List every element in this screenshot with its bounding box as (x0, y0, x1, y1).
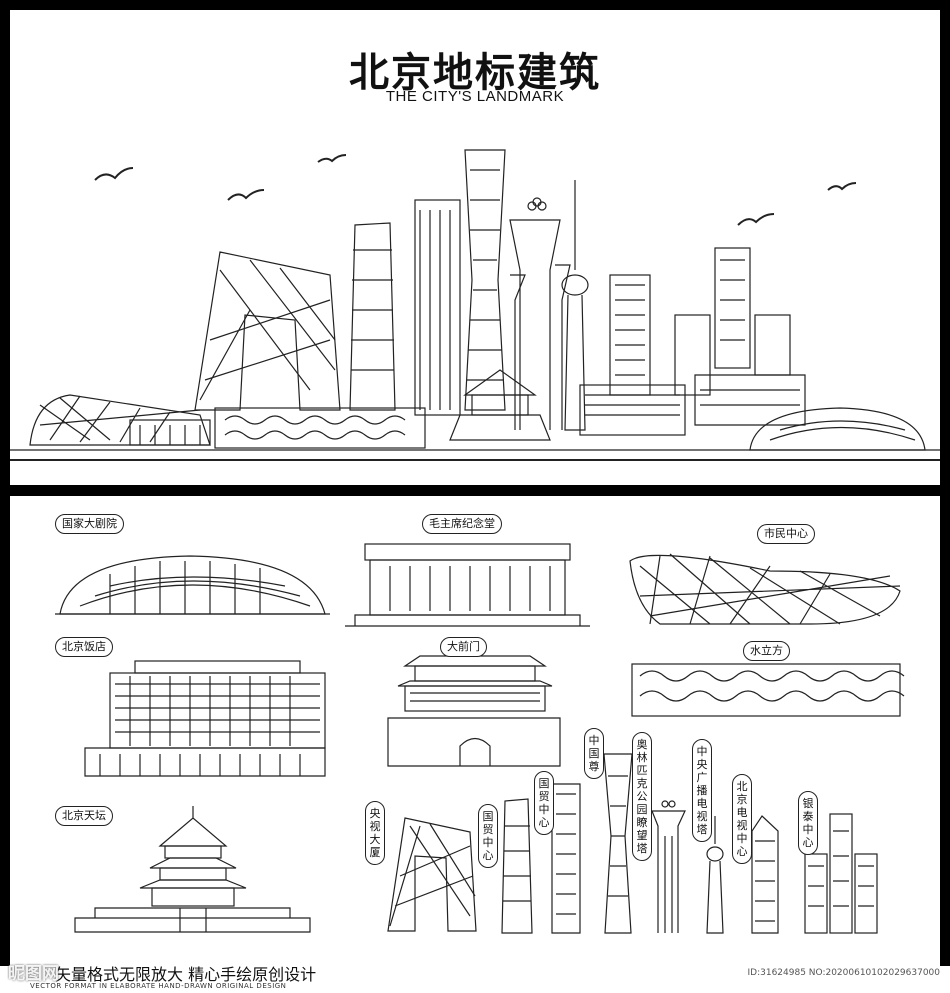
btv-center-drawing (751, 815, 779, 934)
water-cube-drawing (631, 663, 905, 717)
landmark-drawings (55, 543, 905, 934)
skyline-illustration (10, 149, 940, 461)
page-subtitle: THE CITY'S LANDMARK (385, 88, 565, 105)
label-cwtc: 国贸中心 (478, 804, 498, 868)
olympic-tower-drawing (651, 800, 686, 933)
label-cctv: 央视大厦 (365, 801, 385, 865)
qianmen-drawing (387, 655, 561, 767)
footer-slogan-en: VECTOR FORMAT IN ELABORATE HAND-DRAWN OR… (30, 982, 287, 990)
label-qianmen: 大前门 (440, 637, 487, 657)
theatre-skyline (749, 407, 926, 451)
label-temple-of-heaven: 北京天坛 (55, 806, 113, 826)
label-china-zun: 中国尊 (584, 728, 604, 779)
yintai-drawing (804, 813, 878, 934)
watermark: 昵图网 (8, 964, 59, 984)
label-civic-center: 市民中心 (757, 524, 815, 544)
temple-skyline (449, 369, 551, 441)
label-water-cube: 水立方 (743, 641, 790, 661)
tv-tower-skyline (561, 180, 589, 431)
beijing-hotel-drawing (84, 660, 326, 777)
china-zun-drawing (603, 753, 633, 934)
civic-center-drawing (629, 553, 901, 625)
birds (94, 154, 857, 226)
cwtc-skyline (349, 222, 396, 411)
skyline-panel: 北京地标建筑 THE CITY'S LANDMARK (10, 10, 940, 485)
label-yintai: 银泰中心 (798, 791, 818, 855)
label-beijing-hotel: 北京饭店 (55, 637, 113, 657)
label-olympic-tower: 奥林匹克公园瞭望塔 (632, 732, 652, 861)
label-mausoleum: 毛主席纪念堂 (422, 514, 502, 534)
label-broadcast-tower: 中央广播电视塔 (692, 739, 712, 842)
cctv-skyline (194, 251, 341, 411)
mausoleum-drawing (345, 543, 590, 627)
olympic-tower-skyline (509, 197, 571, 430)
broadcast-tower-drawing (706, 816, 724, 934)
footer: 矢量格式无限放大 精心手绘原创设计 VECTOR FORMAT IN ELABO… (0, 964, 950, 993)
footer-slogan: 矢量格式无限放大 精心手绘原创设计 (55, 965, 317, 984)
label-btv-center: 北京电视中心 (732, 774, 752, 864)
national-theatre-drawing (55, 555, 330, 615)
cctv-drawing (387, 817, 477, 932)
page-title: 北京地标建筑 (349, 50, 601, 96)
image-id-text: ID:31624985 NO:20200610102029637000 (747, 968, 941, 978)
landmark-catalog-panel: 国家大剧院 毛主席纪念堂 市民中心 北京饭店 大前门 水立方 北京天坛 央视大厦… (10, 496, 940, 966)
cwtc-drawing (501, 783, 581, 934)
label-national-theatre: 国家大剧院 (55, 514, 124, 534)
temple-of-heaven-drawing (74, 806, 311, 933)
label-cwtc-2: 国贸中心 (534, 771, 554, 835)
